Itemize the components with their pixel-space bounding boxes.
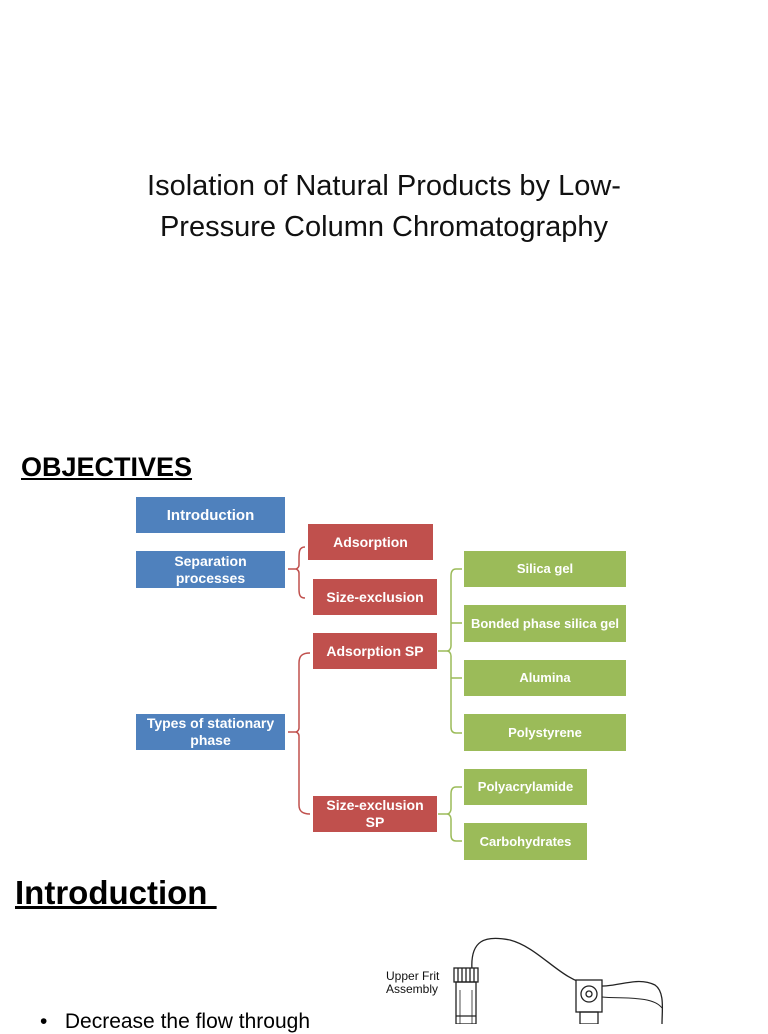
bullet-dot: • xyxy=(40,1010,65,1033)
node-silica-gel: Silica gel xyxy=(464,551,626,587)
node-separation-processes: Separation processes xyxy=(136,551,285,588)
title-line-1: Isolation of Natural Products by Low- xyxy=(147,170,621,202)
node-adsorption-sp: Adsorption SP xyxy=(313,633,437,669)
column-apparatus-figure xyxy=(453,937,664,1024)
bullet-text: Decrease the flow through xyxy=(64,1010,310,1033)
node-types-of-stationary-phase: Types of stationary phase xyxy=(136,714,285,750)
node-introduction: Introduction xyxy=(136,497,285,533)
node-size-exclusion-sp: Size-exclusion SP xyxy=(313,796,437,832)
node-bonded-phase-silica-gel: Bonded phase silica gel xyxy=(464,605,626,642)
node-size-exclusion: Size-exclusion xyxy=(313,579,437,615)
title-line-2: Pressure Column Chromatography xyxy=(159,211,609,243)
objectives-heading: OBJECTIVES xyxy=(21,452,193,482)
introduction-bullet: • Decrease the flow through xyxy=(40,1010,310,1034)
node-carbohydrates: Carbohydrates xyxy=(464,823,587,860)
node-adsorption: Adsorption xyxy=(308,524,433,560)
figure-label-upper-frit-assembly: Upper Frit Assembly xyxy=(386,969,440,996)
node-polyacrylamide: Polyacrylamide xyxy=(464,769,587,805)
node-alumina: Alumina xyxy=(464,660,626,696)
page-title: Isolation of Natural Products by Low- Pr… xyxy=(84,166,684,248)
node-polystyrene: Polystyrene xyxy=(464,714,626,751)
introduction-heading: Introduction xyxy=(15,874,217,911)
